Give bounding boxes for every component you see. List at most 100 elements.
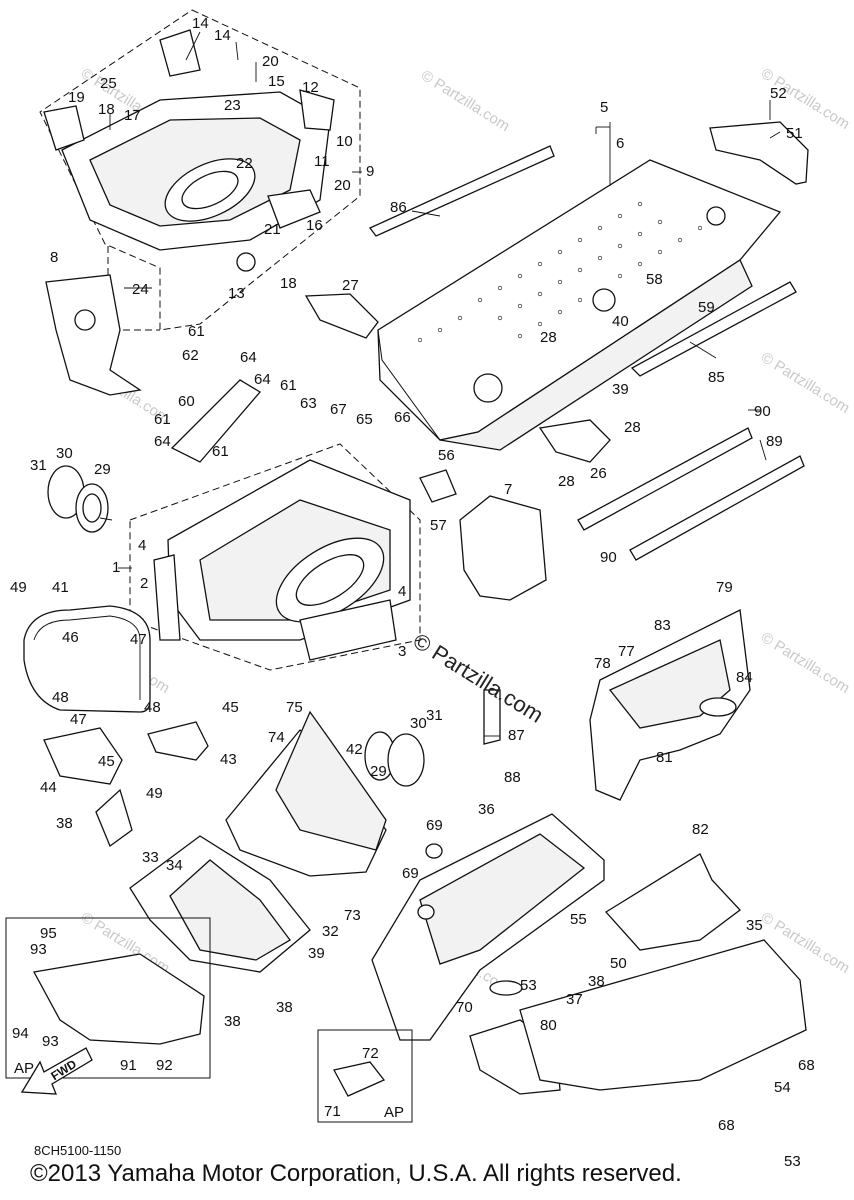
- callout-29a: 29: [94, 461, 111, 478]
- callout-28c: 28: [558, 473, 575, 490]
- callout-91: 91: [120, 1057, 137, 1074]
- plate-part-44: [43, 727, 123, 785]
- callout-28b: 28: [624, 419, 641, 436]
- callout-94: 94: [12, 1025, 29, 1042]
- panel-part-35: [519, 939, 807, 1091]
- callout-8: 8: [50, 249, 58, 266]
- callout-65: 65: [356, 411, 373, 428]
- callout-50: 50: [610, 955, 627, 972]
- callout-51: 51: [786, 125, 803, 142]
- callout-55: 55: [570, 911, 587, 928]
- bracket-part-33: [95, 788, 133, 848]
- tunnel-part-5: [377, 159, 782, 451]
- callout-6: 6: [616, 135, 624, 152]
- callout-54: 54: [774, 1079, 791, 1096]
- callout-66: 66: [394, 409, 411, 426]
- callout-22: 22: [236, 155, 253, 172]
- callout-14a: 14: [192, 15, 209, 32]
- callout-53a: 53: [520, 977, 537, 994]
- callout-64c: 64: [154, 433, 171, 450]
- leader-lines: [99, 31, 781, 737]
- callout-49a: 49: [10, 579, 27, 596]
- bumper-part-41: [23, 605, 151, 713]
- callout-labels: 1 2 3 4 4 5 6 7 8 9 10 11 12 13 14 14 15…: [10, 15, 815, 1170]
- callout-61a: 61: [188, 323, 205, 340]
- callout-34: 34: [166, 857, 183, 874]
- callout-38c: 38: [276, 999, 293, 1016]
- callout-67: 67: [330, 401, 347, 418]
- callout-93b: 93: [42, 1033, 59, 1050]
- callout-10: 10: [336, 133, 353, 150]
- callout-12: 12: [302, 79, 319, 96]
- callout-27: 27: [342, 277, 359, 294]
- callout-56: 56: [438, 447, 455, 464]
- callout-4b: 4: [398, 583, 406, 600]
- callout-69b: 69: [402, 865, 419, 882]
- plate-part-43: [147, 721, 209, 761]
- callout-46: 46: [62, 629, 79, 646]
- callout-4a: 4: [138, 537, 146, 554]
- callout-95: 95: [40, 925, 57, 942]
- callout-31a: 31: [30, 457, 47, 474]
- callout-7: 7: [504, 481, 512, 498]
- callout-23: 23: [224, 97, 241, 114]
- callout-75: 75: [286, 699, 303, 716]
- boot-part-29-right: [364, 731, 425, 787]
- svg-text:© Partzilla.com: © Partzilla.com: [418, 67, 513, 135]
- callout-70: 70: [456, 999, 473, 1016]
- callout-83: 83: [654, 617, 671, 634]
- callout-68a: 68: [798, 1057, 815, 1074]
- front-frame-subassembly: [39, 9, 361, 331]
- callout-90a: 90: [754, 403, 771, 420]
- callout-26: 26: [590, 465, 607, 482]
- callout-90b: 90: [600, 549, 617, 566]
- callout-78: 78: [594, 655, 611, 672]
- callout-72: 72: [362, 1045, 379, 1062]
- bracket-part-8: [45, 246, 160, 396]
- main-frame-assembly: [129, 443, 421, 671]
- callout-71: 71: [324, 1103, 341, 1120]
- plate-part-56: [419, 469, 457, 503]
- callout-38d: 38: [588, 973, 605, 990]
- callout-61c: 61: [154, 411, 171, 428]
- callout-48b: 48: [144, 699, 161, 716]
- callout-20a: 20: [262, 53, 279, 70]
- panel-part-36: [371, 813, 605, 1041]
- callout-87: 87: [508, 727, 525, 744]
- callout-32: 32: [322, 923, 339, 940]
- boot-part-29-left: [47, 465, 109, 533]
- inset-label-right: AP: [384, 1104, 405, 1121]
- callout-38a: 38: [56, 815, 73, 832]
- callout-84: 84: [736, 669, 753, 686]
- callout-38b: 38: [224, 1013, 241, 1030]
- callout-14b: 14: [214, 27, 231, 44]
- callout-57: 57: [430, 517, 447, 534]
- inset-label-left: AP: [14, 1060, 35, 1077]
- callout-59: 59: [698, 299, 715, 316]
- callout-86: 86: [390, 199, 407, 216]
- inset-ap-left: [5, 917, 211, 1079]
- callout-64b: 64: [254, 371, 271, 388]
- callout-24: 24: [132, 281, 149, 298]
- callout-20b: 20: [334, 177, 351, 194]
- panel-part-75: [275, 710, 387, 851]
- callout-2: 2: [140, 575, 148, 592]
- callout-61b: 61: [280, 377, 297, 394]
- callout-73: 73: [344, 907, 361, 924]
- callout-33: 33: [142, 849, 159, 866]
- callout-21: 21: [264, 221, 281, 238]
- callout-43: 43: [220, 751, 237, 768]
- callout-30b: 30: [410, 715, 427, 732]
- bracket-part-60: [170, 379, 261, 463]
- callout-80: 80: [540, 1017, 557, 1034]
- fwd-arrow-icon: [20, 1047, 93, 1095]
- callout-85: 85: [708, 369, 725, 386]
- callout-74: 74: [268, 729, 285, 746]
- callout-45a: 45: [98, 753, 115, 770]
- callout-18a: 18: [98, 101, 115, 118]
- callout-92: 92: [156, 1057, 173, 1074]
- callout-44: 44: [40, 779, 57, 796]
- callout-15: 15: [268, 73, 285, 90]
- callout-9: 9: [366, 163, 374, 180]
